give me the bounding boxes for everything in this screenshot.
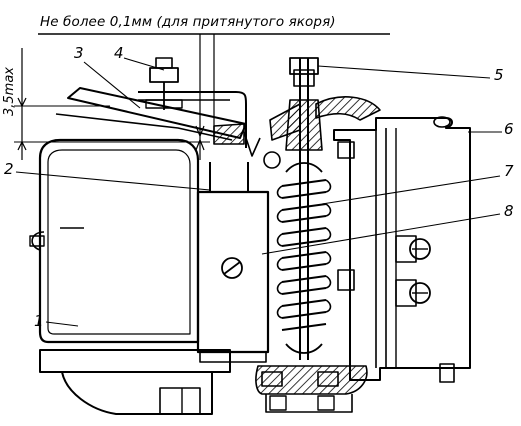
terminal-screw-upper — [395, 235, 431, 263]
frame — [333, 116, 471, 383]
note-leader — [38, 33, 390, 160]
callout-6: 6 — [504, 120, 514, 138]
bottom-insulator — [255, 365, 368, 413]
callout-3: 3 — [74, 44, 84, 62]
gap-note: Не более 0,1мм (для притянутого якоря) — [40, 14, 336, 30]
callout-leaders — [15, 57, 502, 327]
callout-8: 8 — [504, 202, 514, 220]
callout-1: 1 — [34, 312, 44, 330]
adjusting-screw — [138, 57, 247, 148]
contact-rod — [263, 57, 381, 360]
dimension-line — [14, 48, 210, 160]
spring — [276, 162, 332, 354]
callout-5: 5 — [494, 66, 504, 84]
callout-4: 4 — [114, 44, 124, 62]
terminal-screw-lower — [395, 279, 431, 307]
callout-2: 2 — [4, 160, 14, 178]
core-block — [196, 162, 270, 363]
coil — [29, 138, 200, 344]
callout-7: 7 — [504, 162, 514, 180]
base-bracket — [39, 349, 231, 415]
dimension-label: 3,5max — [2, 67, 17, 116]
armature — [55, 87, 261, 157]
